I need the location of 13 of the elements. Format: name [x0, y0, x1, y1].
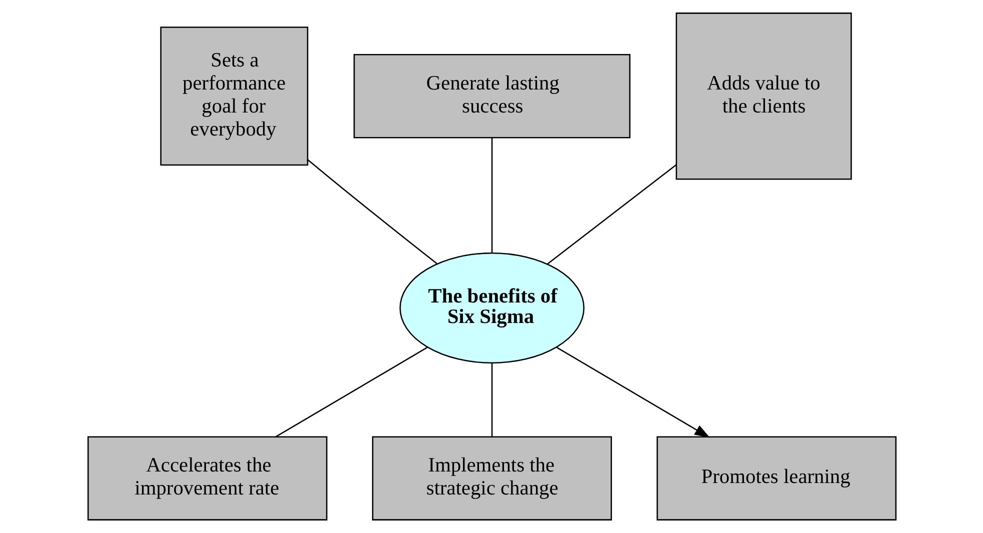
node-box: Promotes learning: [656, 436, 896, 520]
connector: [490, 138, 492, 253]
node-box: Generate lasting success: [353, 54, 630, 138]
node-box: Implements the strategic change: [372, 436, 612, 520]
connector: [490, 363, 492, 436]
node-ellipse: The benefits of Six Sigma: [398, 252, 584, 364]
node-box: Adds value to the clients: [675, 12, 852, 180]
node-box: Sets a performance goal for everybody: [160, 26, 308, 166]
arrow: [556, 346, 710, 438]
node-box: Accelerates the improvement rate: [86, 436, 327, 520]
connector: [306, 159, 437, 264]
connector: [546, 164, 676, 265]
connector: [274, 346, 428, 438]
